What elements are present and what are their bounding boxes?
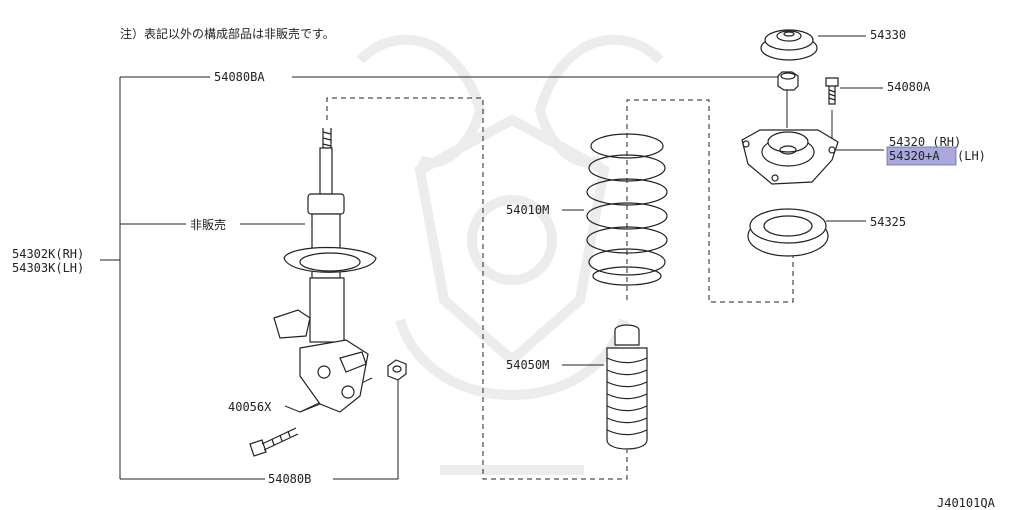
- dashed-guide-strut: [326, 97, 628, 480]
- mount-cap-54330: [760, 29, 818, 61]
- part-label-54050M: 54050M: [506, 358, 549, 372]
- footnote-text: 注）表記以外の構成部品は非販売です。: [120, 26, 335, 41]
- leader-54080B-right: [333, 378, 399, 480]
- strut-mount-54320: [741, 129, 839, 185]
- part-label-54320-rh: 54320 (RH): [889, 135, 961, 149]
- part-label-54320A-side: (LH): [957, 149, 986, 163]
- part-label-54080B: 54080B: [268, 472, 311, 486]
- highlight-54320A: [886, 146, 957, 166]
- part-label-54080BA: 54080BA: [214, 70, 265, 84]
- bolt-40056X: [249, 427, 299, 457]
- nut-54080BA: [777, 71, 799, 91]
- part-label-54320A: 54320+A: [889, 149, 940, 163]
- dust-boot-54050M: [606, 324, 648, 450]
- strut-assembly-54302K: [273, 128, 377, 413]
- part-label-54325: 54325: [870, 215, 906, 229]
- diagram-code: J40101QA: [937, 496, 996, 510]
- leader-bolt-to-strut: [299, 403, 321, 413]
- nut-54080B: [387, 359, 407, 381]
- dashed-guide-spring: [626, 99, 794, 303]
- part-label-54303K: 54303K(LH): [12, 261, 84, 275]
- bolt-54080A: [825, 77, 839, 105]
- part-label-40056X: 40056X: [228, 400, 272, 414]
- part-label-54330: 54330: [870, 28, 906, 42]
- spring-seat-54325: [747, 208, 829, 257]
- part-label-54010M: 54010M: [506, 203, 549, 217]
- part-label-54302K: 54302K(RH): [12, 247, 84, 261]
- watermark-emblem: [356, 34, 664, 475]
- part-label-54080A: 54080A: [887, 80, 931, 94]
- coil-spring-54010M: [586, 133, 668, 286]
- label-not-sold: 非販売: [190, 217, 226, 232]
